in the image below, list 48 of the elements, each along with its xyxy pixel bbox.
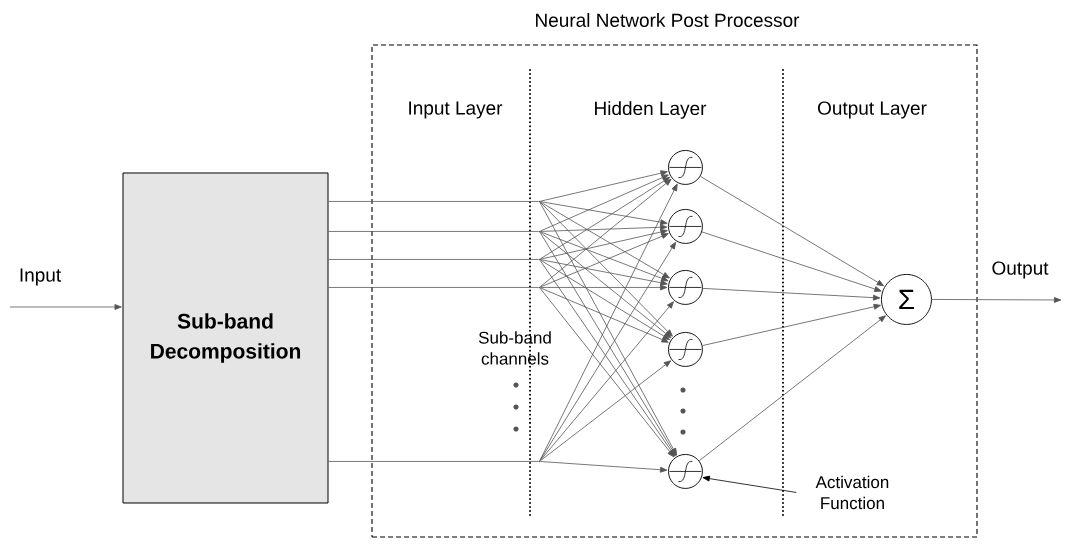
neuron-circle <box>668 150 703 185</box>
connector-line <box>328 259 539 260</box>
io-label: Input <box>20 268 61 286</box>
arrow <box>539 176 671 260</box>
arrow <box>9 304 122 310</box>
layer-heading: Output Layer <box>818 101 927 119</box>
arrow <box>540 229 668 260</box>
junction-point <box>538 258 541 261</box>
arrow <box>540 224 668 232</box>
junction-point <box>538 200 541 203</box>
process-box: Sub-band Decomposition <box>122 172 329 504</box>
arrow <box>539 201 670 279</box>
arrow <box>702 303 881 346</box>
connector-line <box>328 461 539 462</box>
arrow <box>700 176 885 287</box>
arrow <box>539 360 672 462</box>
arrow <box>540 259 668 286</box>
arrow <box>539 178 672 288</box>
leader-arrow <box>702 475 797 493</box>
neuron-circle <box>668 332 703 367</box>
arrow <box>539 287 669 343</box>
arrow <box>539 201 673 337</box>
arrow <box>698 315 886 462</box>
connector-line <box>328 201 539 202</box>
io-label: Output <box>992 261 1049 279</box>
arrow <box>540 201 668 226</box>
junction-point <box>538 460 541 463</box>
neuron-circle <box>668 270 703 305</box>
layer-heading: Input Layer <box>409 101 503 119</box>
neuron-circle <box>668 454 703 489</box>
arrow <box>540 461 668 473</box>
frame-title: Neural Network Post Processor <box>536 13 800 27</box>
junction-point <box>538 230 541 233</box>
annotation-text: Activation Function <box>815 475 889 510</box>
arrow <box>540 284 668 291</box>
arrow <box>539 231 672 339</box>
channel-label: Sub-band channels <box>478 331 551 365</box>
arrow <box>931 297 1062 303</box>
connector-line <box>328 287 539 288</box>
junction-point <box>538 286 541 289</box>
layer-heading: Hidden Layer <box>595 101 707 119</box>
arrow <box>539 174 669 232</box>
connector-line <box>328 231 539 232</box>
arrow <box>539 259 671 341</box>
neuron-circle <box>668 209 703 244</box>
arrow <box>701 231 882 292</box>
arrow <box>540 170 668 202</box>
arrow <box>702 288 881 301</box>
